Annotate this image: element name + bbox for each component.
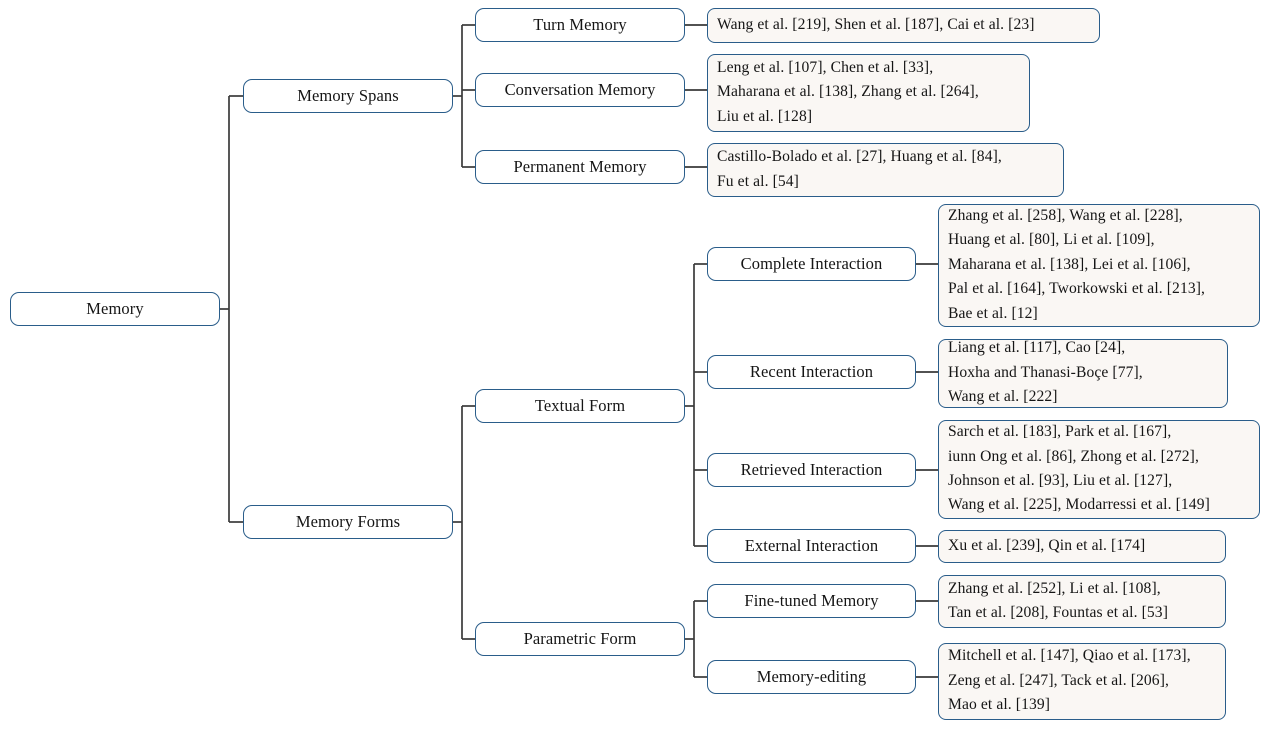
node-conversation-memory[interactable]: Conversation Memory [475,73,685,107]
leaf-permanent-memory-citations[interactable]: Castillo-Bolado et al. [27], Huang et al… [707,143,1064,197]
node-label: Conversation Memory [504,79,656,99]
citation-list: Mitchell et al. [147], Qiao et al. [173]… [948,644,1216,717]
leaf-turn-memory-citations[interactable]: Wang et al. [219], Shen et al. [187], Ca… [707,8,1100,43]
citation-line: Maharana et al. [138], Lei et al. [106], [948,255,1191,273]
node-parametric-form[interactable]: Parametric Form [475,622,685,656]
leaf-conversation-memory-citations[interactable]: Leng et al. [107], Chen et al. [33], Maha… [707,54,1030,132]
node-label: Memory [86,298,144,318]
citation-line: Mitchell et al. [147], Qiao et al. [173]… [948,647,1191,665]
citation-list: Leng et al. [107], Chen et al. [33], Maha… [717,56,1020,129]
node-label: Memory Spans [297,85,399,105]
node-external-interaction[interactable]: External Interaction [707,529,916,563]
citation-line: Johnson et al. [93], Liu et al. [127], [948,472,1173,489]
node-label: Textual Form [534,395,626,415]
node-label: Memory Forms [295,511,401,531]
leaf-fine-tuned-memory-citations[interactable]: Zhang et al. [252], Li et al. [108], Tan … [938,575,1226,628]
citation-line: Sarch et al. [183], Park et al. [167], [948,423,1172,441]
citation-line: iunn Ong et al. [86], Zhong et al. [272]… [948,447,1199,465]
leaf-recent-interaction-citations[interactable]: Liang et al. [117], Cao [24], Hoxha and T… [938,339,1228,408]
citation-line: Castillo-Bolado et al. [27], Huang et al… [717,148,1002,166]
node-label: Retrieved Interaction [740,459,883,479]
citation-line: Liang et al. [117], Cao [24], [948,339,1126,357]
node-fine-tuned-memory[interactable]: Fine-tuned Memory [707,584,916,618]
node-label: Complete Interaction [740,253,883,273]
citation-line: Wang et al. [225], Modarressi et al. [14… [948,496,1210,514]
leaf-retrieved-interaction-citations[interactable]: Sarch et al. [183], Park et al. [167], iu… [938,420,1260,519]
node-label: Recent Interaction [749,361,874,381]
citation-list: Zhang et al. [252], Li et al. [108], Tan … [948,577,1216,626]
citation-line: Maharana et al. [138], Zhang et al. [264… [717,83,979,101]
leaf-complete-interaction-citations[interactable]: Zhang et al. [258], Wang et al. [228], Hu… [938,204,1260,327]
citation-line: Huang et al. [80], Li et al. [109], [948,231,1155,249]
node-recent-interaction[interactable]: Recent Interaction [707,355,916,389]
citation-line: Liu et al. [128] [717,107,813,125]
citation-list: Castillo-Bolado et al. [27], Huang et al… [717,145,1054,194]
node-retrieved-interaction[interactable]: Retrieved Interaction [707,453,916,487]
node-label: Permanent Memory [513,156,647,176]
citation-line: Zeng et al. [247], Tack et al. [206], [948,671,1169,689]
node-complete-interaction[interactable]: Complete Interaction [707,247,916,281]
citation-line: Pal et al. [164], Tworkowski et al. [213… [948,280,1206,298]
citation-list: Sarch et al. [183], Park et al. [167], iu… [948,420,1250,518]
node-textual-form[interactable]: Textual Form [475,389,685,423]
node-memory-spans[interactable]: Memory Spans [243,79,453,113]
citation-line: Wang et al. [222] [948,388,1058,406]
leaf-memory-editing-citations[interactable]: Mitchell et al. [147], Qiao et al. [173]… [938,643,1226,720]
citation-line: Mao et al. [139] [948,696,1051,714]
citation-list: Zhang et al. [258], Wang et al. [228], Hu… [948,204,1250,326]
citation-line: Bae et al. [12] [948,304,1038,322]
citation-line: Tan et al. [208], Fountas et al. [53] [948,604,1168,621]
node-memory[interactable]: Memory [10,292,220,326]
citation-line: Xu et al. [239], Qin et al. [174] [948,536,1146,554]
node-label: Memory-editing [756,666,867,686]
citation-line: Zhang et al. [252], Li et al. [108], [948,579,1161,597]
citation-line: Hoxha and Thanasi-Boçe [77], [948,363,1143,381]
node-label: Turn Memory [533,14,627,34]
citation-line: Zhang et al. [258], Wang et al. [228], [948,206,1183,224]
node-memory-forms[interactable]: Memory Forms [243,505,453,539]
citation-list: Wang et al. [219], Shen et al. [187], Ca… [717,13,1090,37]
node-memory-editing[interactable]: Memory-editing [707,660,916,694]
node-label: Fine-tuned Memory [744,590,879,610]
node-turn-memory[interactable]: Turn Memory [475,8,685,42]
leaf-external-interaction-citations[interactable]: Xu et al. [239], Qin et al. [174] [938,530,1226,563]
node-label: External Interaction [744,535,879,555]
node-permanent-memory[interactable]: Permanent Memory [475,150,685,184]
citation-list: Liang et al. [117], Cao [24], Hoxha and T… [948,336,1218,409]
citation-line: Leng et al. [107], Chen et al. [33], [717,58,934,76]
citation-line: Wang et al. [219], Shen et al. [187], Ca… [717,15,1035,33]
citation-line: Fu et al. [54] [717,172,799,190]
citation-list: Xu et al. [239], Qin et al. [174] [948,534,1216,558]
node-label: Parametric Form [523,628,637,648]
